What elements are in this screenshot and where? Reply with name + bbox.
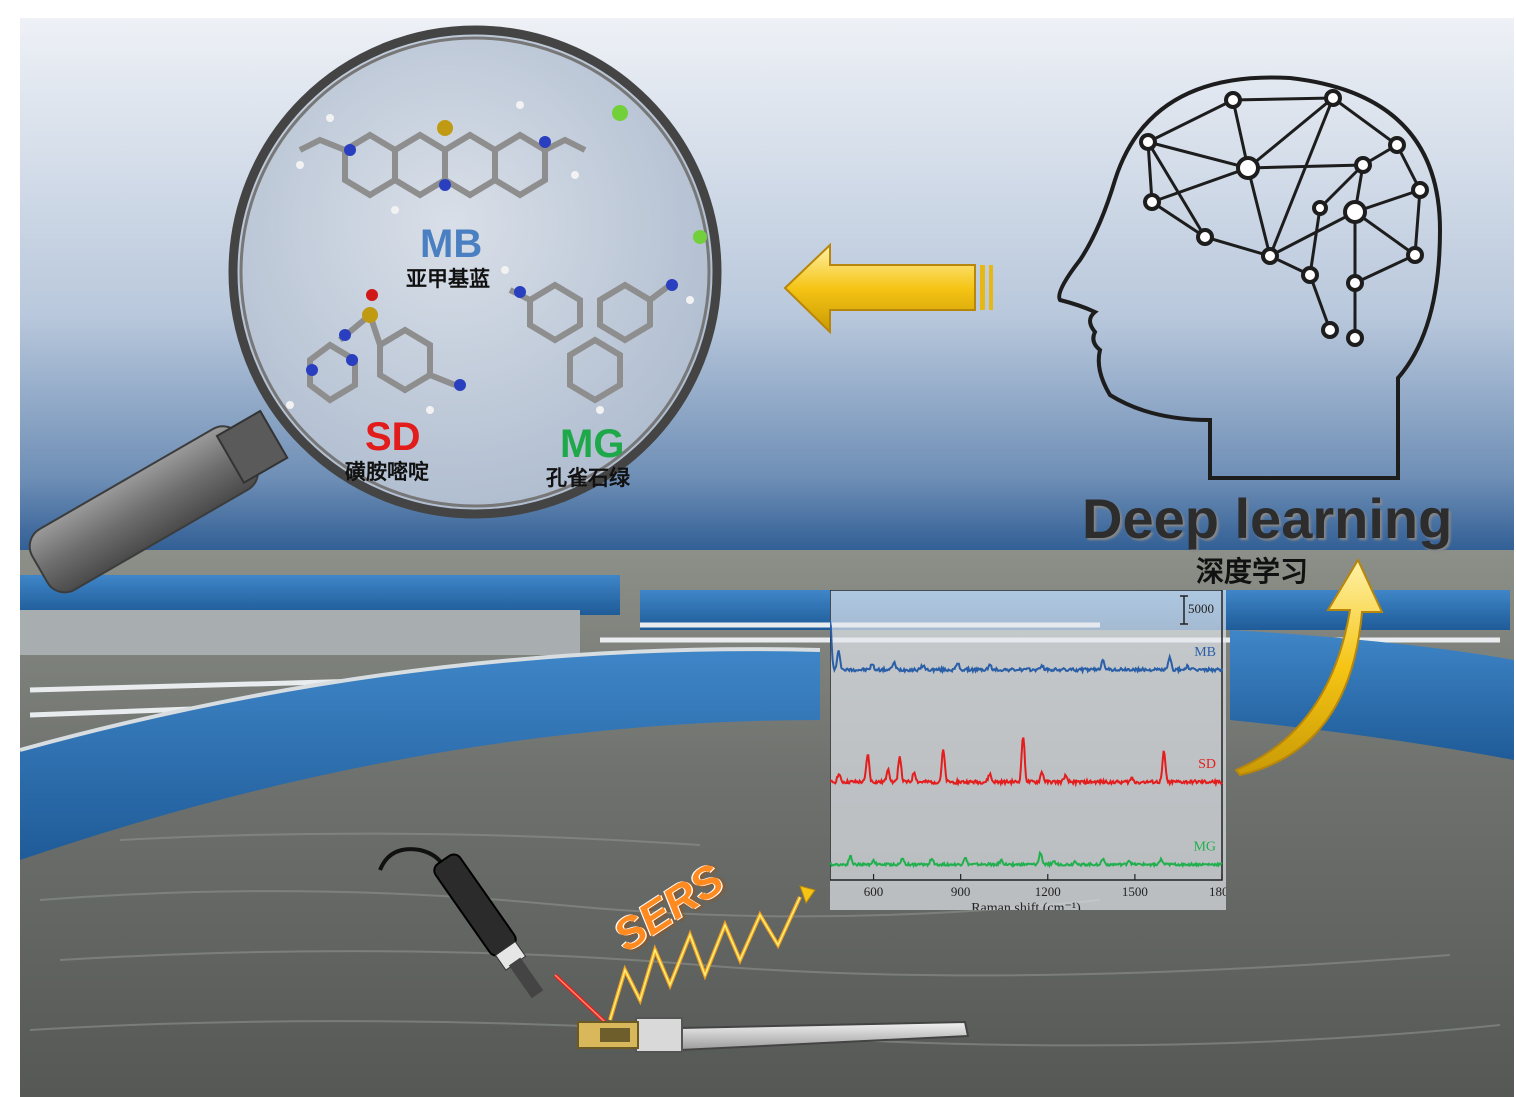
x-tick-label: 1800 [1209, 884, 1226, 899]
head-brain-icon [1057, 75, 1443, 480]
molecule-sd-atoms [286, 289, 466, 414]
tank-near-wall [20, 649, 820, 860]
series-line-mb [829, 620, 1223, 675]
sers-substrate-icon [577, 1017, 970, 1053]
label-mg-cn: 孔雀石绿 [546, 466, 630, 490]
x-tick-label: 1500 [1122, 884, 1148, 899]
series-line-sd [829, 737, 1223, 788]
x-axis-label: Raman shift (cm⁻¹) [971, 901, 1081, 910]
x-tick-label: 1200 [1035, 884, 1061, 899]
raman-spectra-svg: 600 900 1200 1500 1800 5000 MB SD MG Raman shift… [810, 589, 1235, 916]
series-label-mb: MB [1194, 645, 1216, 660]
x-tick-label: 900 [951, 884, 971, 899]
label-sd: SD [365, 415, 421, 459]
label-sd-cn: 磺胺嘧啶 [345, 460, 429, 484]
series-label-sd: SD [1198, 757, 1216, 772]
scale-bar-label: 5000 [1188, 601, 1214, 616]
sers-wave-arrowhead [799, 885, 816, 905]
arrow-curve-up-icon [1234, 557, 1384, 777]
arrow-left-icon [783, 242, 993, 335]
series-line-mg [829, 850, 1223, 869]
sers-probe-icon [378, 847, 607, 1024]
molecule-mb [298, 131, 587, 199]
label-mb: MB [420, 222, 483, 266]
molecule-mg-atoms [501, 266, 694, 414]
x-tick-label: 600 [864, 884, 884, 899]
label-deep-learning: Deep learning [1082, 487, 1453, 550]
molecule-mb-atoms [296, 101, 707, 244]
raman-spectra-chart: 600 900 1200 1500 1800 5000 MB SD MG Raman shift… [810, 589, 1235, 916]
tank-rim [19, 647, 821, 752]
label-mb-cn: 亚甲基蓝 [406, 267, 490, 291]
series-label-mg: MG [1193, 840, 1216, 855]
brain-network-nodes [1139, 89, 1429, 347]
tank-far-left [20, 575, 620, 615]
magnifier-handle [28, 409, 289, 594]
label-mg: MG [560, 422, 625, 466]
tank-far-top [20, 610, 580, 655]
plot-frame [829, 589, 1223, 881]
label-deep-learning-cn: 深度学习 [1196, 555, 1309, 588]
